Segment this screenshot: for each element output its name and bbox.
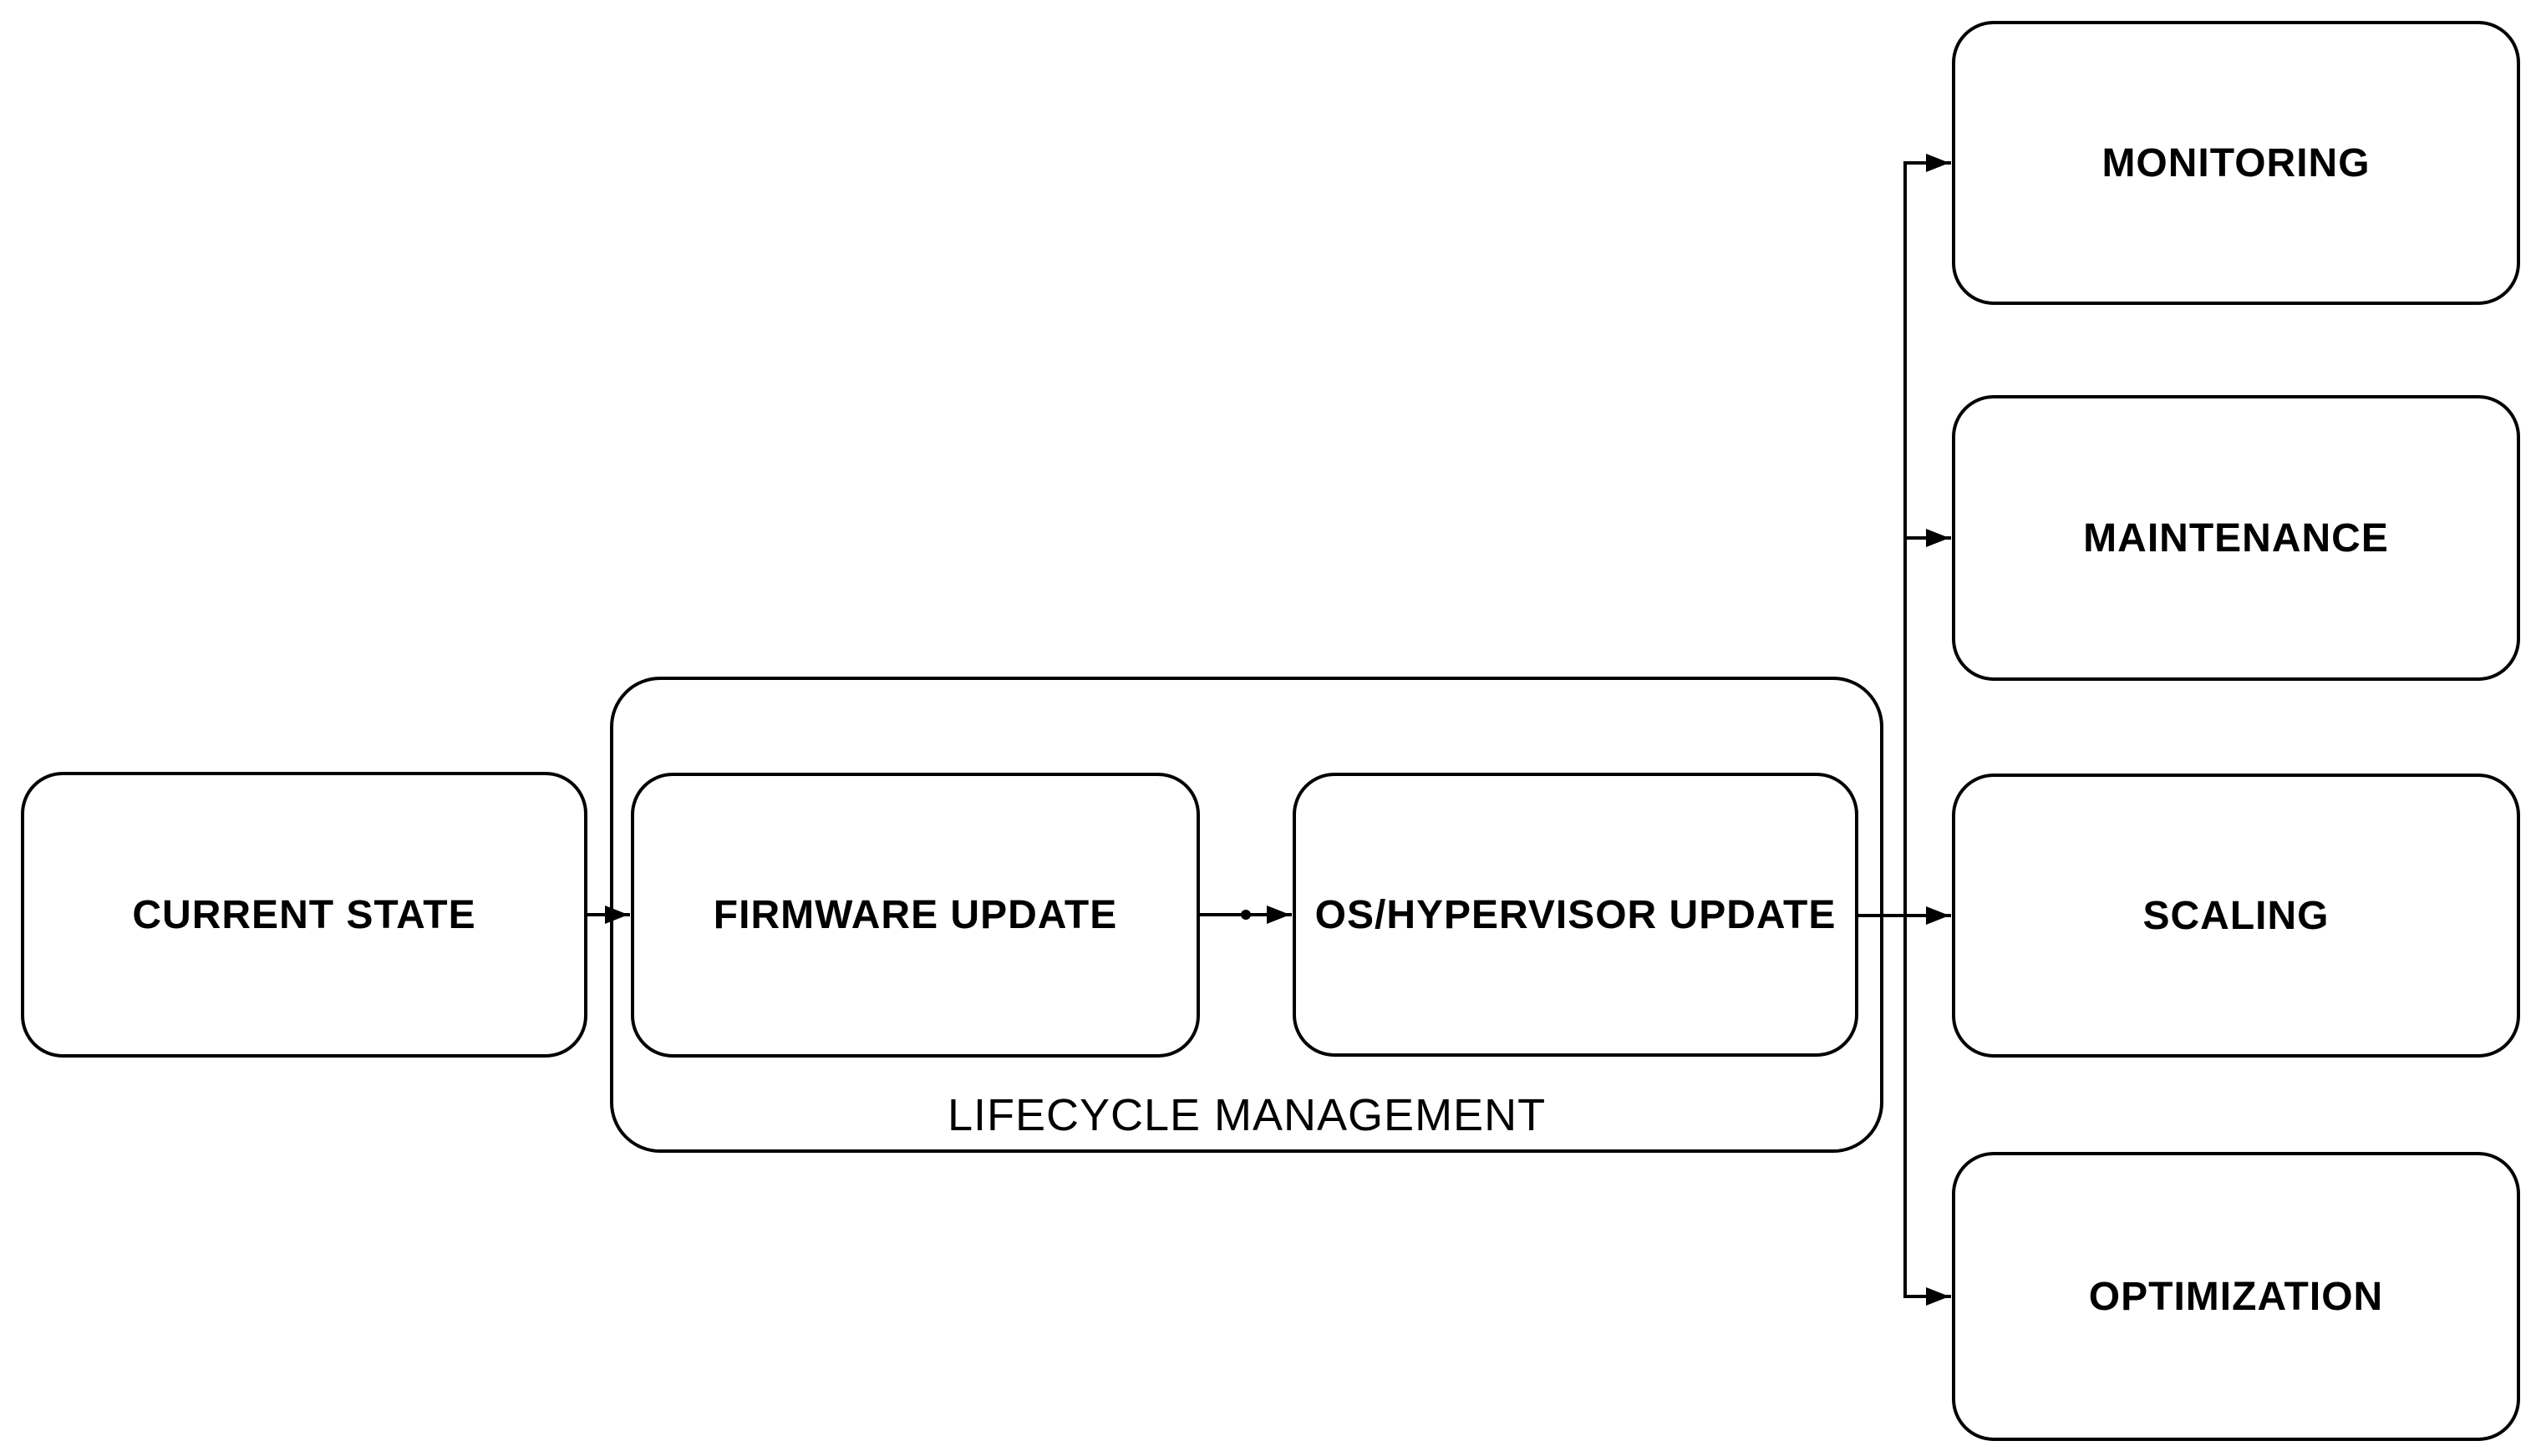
node-monitoring: MONITORING xyxy=(1952,21,2520,305)
node-scaling: SCALING xyxy=(1952,774,2520,1058)
node-current-state: CURRENT STATE xyxy=(21,772,587,1058)
node-maintenance: MAINTENANCE xyxy=(1952,395,2520,681)
group-lifecycle-management-label: LIFECYCLE MANAGEMENT xyxy=(947,1090,1547,1140)
node-monitoring-label: MONITORING xyxy=(2101,140,2371,185)
node-scaling-label: SCALING xyxy=(2142,893,2330,938)
node-firmware-update-label: FIRMWARE UPDATE xyxy=(713,893,1118,937)
node-os-hypervisor-update-label: OS/HYPERVISOR UPDATE xyxy=(1314,892,1837,937)
node-maintenance-label: MAINTENANCE xyxy=(2083,515,2389,561)
node-firmware-update: FIRMWARE UPDATE xyxy=(631,773,1200,1058)
node-optimization: OPTIMIZATION xyxy=(1952,1152,2520,1441)
node-optimization-label: OPTIMIZATION xyxy=(2088,1274,2384,1319)
node-os-hypervisor-update: OS/HYPERVISOR UPDATE xyxy=(1293,773,1858,1057)
node-current-state-label: CURRENT STATE xyxy=(132,892,476,937)
